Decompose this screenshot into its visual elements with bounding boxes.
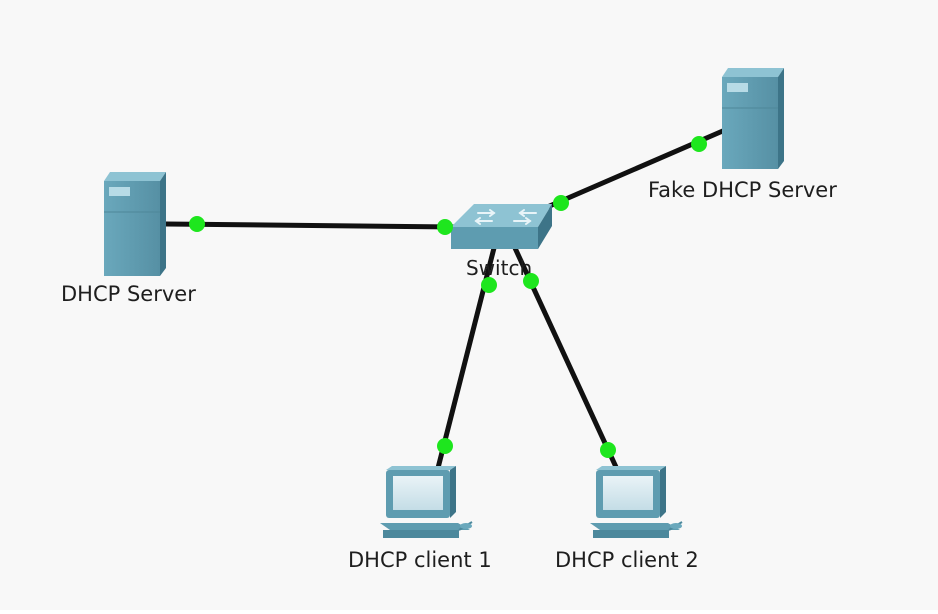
switch-icon — [451, 204, 552, 249]
dhcp-client-2-label: DHCP client 2 — [555, 548, 699, 572]
dhcp-client-1-device[interactable]: DHCP client 1 — [348, 466, 492, 572]
dhcp-server-label: DHCP Server — [61, 282, 196, 306]
fake-dhcp-server-device[interactable]: Fake DHCP Server — [648, 68, 837, 202]
pc-icon — [590, 466, 683, 538]
port-status-light — [523, 273, 539, 289]
switch-label: Switch — [466, 256, 532, 280]
pc-icon — [380, 466, 473, 538]
fake-dhcp-server-label: Fake DHCP Server — [648, 178, 837, 202]
dhcp-client-1-label: DHCP client 1 — [348, 548, 492, 572]
dhcp-server-device[interactable]: DHCP Server — [61, 172, 196, 306]
server-icon — [104, 172, 166, 276]
port-status-indicators — [189, 136, 707, 458]
links — [163, 127, 728, 471]
port-status-light — [691, 136, 707, 152]
port-status-light — [437, 219, 453, 235]
port-status-light — [189, 216, 205, 232]
port-status-light — [481, 277, 497, 293]
server-icon — [722, 68, 784, 169]
link-dhcp-server-switch[interactable] — [163, 221, 459, 230]
port-status-light — [437, 438, 453, 454]
dhcp-client-2-device[interactable]: DHCP client 2 — [555, 466, 699, 572]
switch-device[interactable]: Switch — [451, 204, 552, 280]
port-status-light — [600, 442, 616, 458]
port-status-light — [553, 195, 569, 211]
